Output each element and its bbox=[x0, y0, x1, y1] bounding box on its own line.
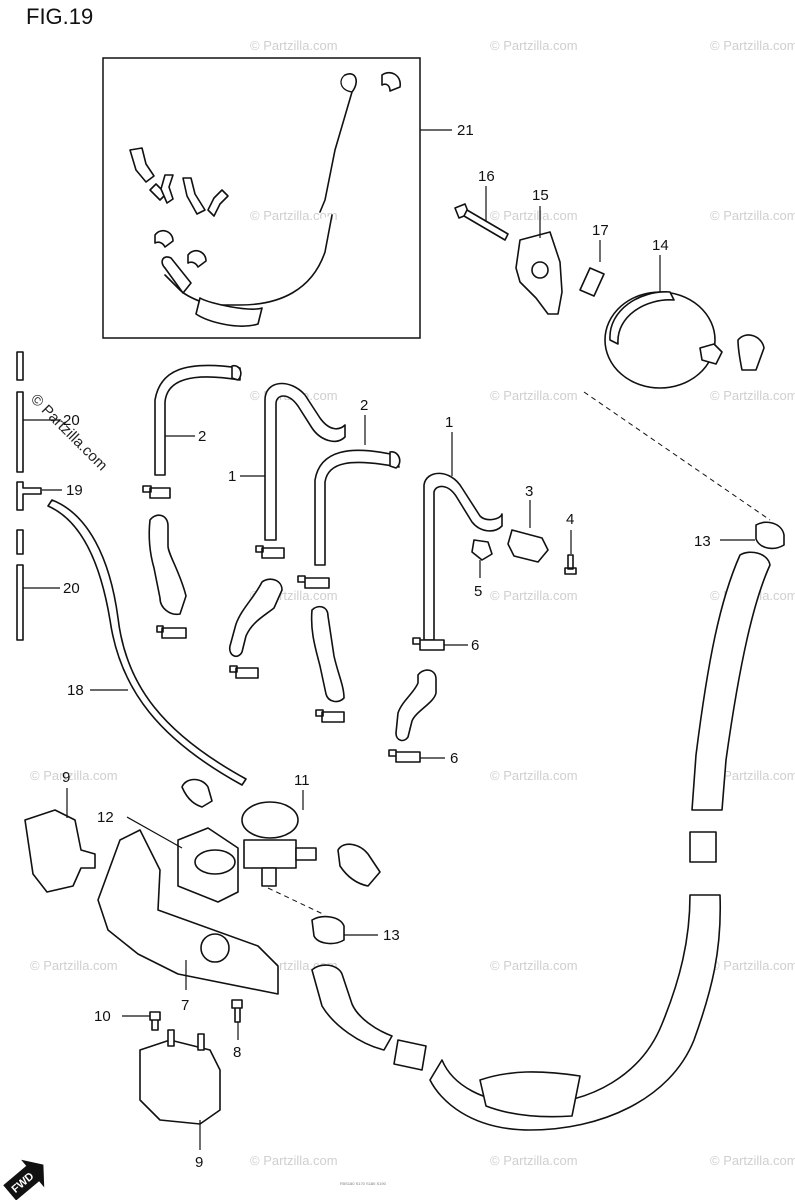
hose-elbow bbox=[228, 578, 283, 658]
clamp bbox=[229, 665, 259, 679]
hose-1-middle bbox=[264, 382, 346, 541]
clamp-13-upper bbox=[755, 521, 785, 550]
watermark: © Partzilla.com bbox=[250, 208, 338, 223]
watermark: © Partzilla.com bbox=[490, 588, 578, 603]
clip-5 bbox=[471, 539, 493, 561]
watermark: © Partzilla.com bbox=[250, 1153, 338, 1168]
fwd-arrow: FWD bbox=[3, 1159, 45, 1200]
watermark: © Partzilla.com bbox=[710, 208, 795, 223]
gasket-3 bbox=[507, 529, 549, 563]
clamp bbox=[388, 749, 421, 763]
callout-1a: 1 bbox=[228, 468, 236, 485]
callout-15: 15 bbox=[532, 187, 549, 204]
watermark: © Partzilla.com bbox=[490, 388, 578, 403]
joint-19 bbox=[16, 481, 42, 511]
hose-elbow bbox=[310, 605, 345, 703]
hose-elbow bbox=[395, 669, 437, 742]
watermark: © Partzilla.com bbox=[490, 958, 578, 973]
clamp-13-lower bbox=[311, 915, 345, 945]
hose-elbow bbox=[181, 778, 213, 808]
callout-8: 8 bbox=[233, 1044, 241, 1061]
watermark: © Partzilla.com bbox=[30, 958, 118, 973]
watermark: © Partzilla.com bbox=[30, 768, 118, 783]
valve-11 bbox=[241, 801, 317, 887]
callout-5: 5 bbox=[474, 583, 482, 600]
callout-20a: 20 bbox=[63, 412, 80, 429]
bracket-hole bbox=[531, 261, 549, 279]
hose-1-right bbox=[423, 472, 503, 641]
callout-3: 3 bbox=[525, 483, 533, 500]
watermark: © Partzilla.com bbox=[710, 388, 795, 403]
bracket-hole bbox=[200, 933, 230, 963]
clamp bbox=[255, 545, 285, 559]
bolt-10 bbox=[149, 1011, 161, 1031]
bracket-7 bbox=[97, 829, 279, 995]
callout-6b: 6 bbox=[450, 750, 458, 767]
callout-18: 18 bbox=[67, 682, 84, 699]
clamp bbox=[412, 637, 445, 651]
pipe-17 bbox=[579, 267, 605, 297]
solenoid-9-lower bbox=[139, 1039, 221, 1125]
tube-20-upper bbox=[16, 351, 24, 473]
watermark: © Partzilla.com bbox=[710, 1153, 795, 1168]
watermark: © Partzilla.com bbox=[490, 1153, 578, 1168]
hose-elbow bbox=[148, 514, 187, 616]
hose-large-vertical bbox=[691, 551, 771, 811]
hose-2-left bbox=[154, 364, 241, 476]
valve-14 bbox=[604, 291, 765, 389]
watermark: © Partzilla.com bbox=[490, 208, 578, 223]
watermark: © Partzilla.com bbox=[710, 768, 795, 783]
bolt-16 bbox=[454, 203, 509, 241]
clamp bbox=[156, 625, 187, 639]
hose-large-bottom bbox=[311, 964, 393, 1051]
callout-11: 11 bbox=[294, 772, 310, 789]
callout-17: 17 bbox=[592, 222, 609, 239]
watermark: © Partzilla.com bbox=[710, 38, 795, 53]
clamp bbox=[142, 485, 171, 499]
footer-note: R5S180 S170 S180 S190 bbox=[340, 1181, 387, 1186]
callout-20b: 20 bbox=[63, 580, 80, 597]
watermark: © Partzilla.com bbox=[710, 958, 795, 973]
callout-1b: 1 bbox=[445, 414, 453, 431]
figure-title: FIG.19 bbox=[26, 4, 94, 29]
hose-kit-box bbox=[102, 57, 421, 339]
callout-9b: 9 bbox=[195, 1154, 203, 1171]
callout-13a: 13 bbox=[694, 533, 711, 550]
callout-12: 12 bbox=[97, 809, 114, 826]
callout-9a: 9 bbox=[62, 769, 70, 786]
callout-6a: 6 bbox=[471, 637, 479, 654]
callout-19: 19 bbox=[66, 482, 83, 499]
callout-13b: 13 bbox=[383, 927, 400, 944]
watermark: © Partzilla.com bbox=[490, 768, 578, 783]
callout-14: 14 bbox=[652, 237, 669, 254]
pipe-joint bbox=[393, 1039, 427, 1071]
callout-4: 4 bbox=[566, 511, 574, 528]
hose-elbow bbox=[337, 843, 381, 887]
callout-2b: 2 bbox=[360, 397, 368, 414]
watermark: © Partzilla.com bbox=[490, 38, 578, 53]
hose-2-middle bbox=[314, 449, 400, 566]
hose-18 bbox=[47, 499, 247, 786]
tube-20-lower bbox=[16, 529, 24, 641]
callout-21: 21 bbox=[457, 122, 474, 139]
callout-10: 10 bbox=[94, 1008, 111, 1025]
bolt-4 bbox=[564, 554, 577, 575]
callout-16: 16 bbox=[478, 168, 495, 185]
solenoid-9-upper bbox=[24, 809, 96, 893]
pipe-joint bbox=[689, 831, 717, 863]
callout-7: 7 bbox=[181, 997, 189, 1014]
callout-2a: 2 bbox=[198, 428, 206, 445]
bolt-8 bbox=[231, 999, 243, 1023]
clamp bbox=[315, 709, 345, 723]
watermark-diagonal: © Partzilla.com bbox=[27, 391, 110, 474]
clamp bbox=[297, 575, 330, 589]
watermark: © Partzilla.com bbox=[250, 38, 338, 53]
